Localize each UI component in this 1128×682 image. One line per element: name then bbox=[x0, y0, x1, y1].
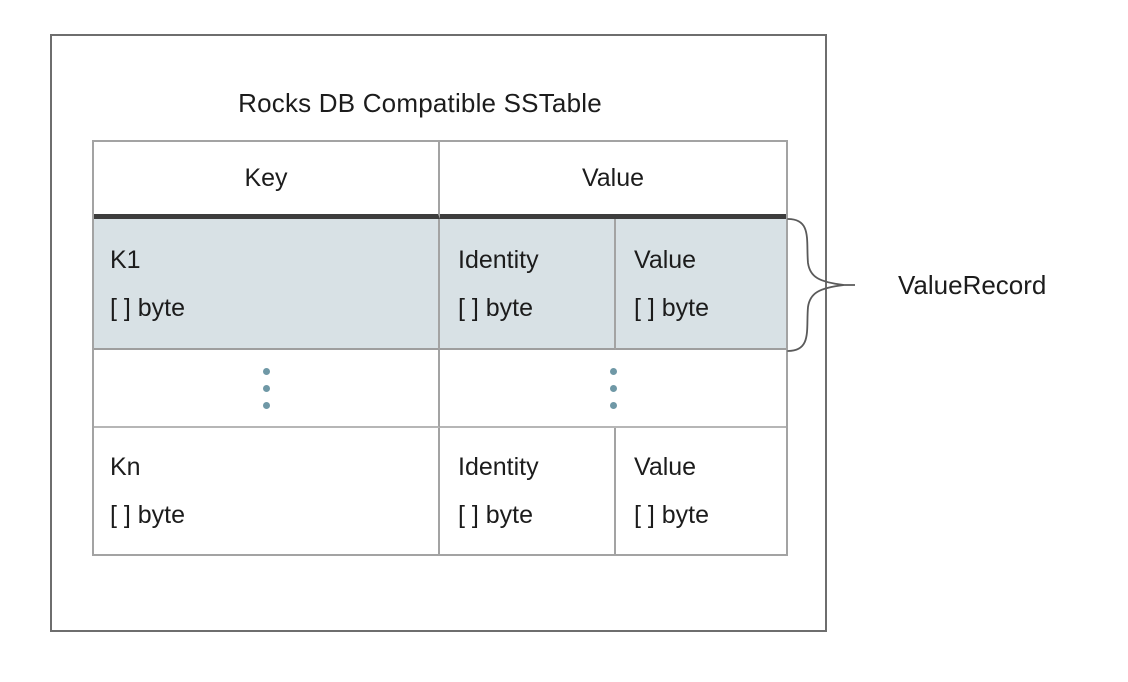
rowN-cell-identity: Identity [ ] byte bbox=[440, 428, 616, 554]
diagram-title: Rocks DB Compatible SSTable bbox=[238, 88, 602, 118]
row1-value-name: Value bbox=[634, 245, 697, 274]
rowN-cell-value: Value [ ] byte bbox=[616, 428, 786, 554]
header-value-label: Value bbox=[581, 163, 645, 192]
row1-key-name: K1 bbox=[110, 245, 141, 274]
sstable-table: Key Value K1 [ ] byte Identity [ ] byte … bbox=[92, 140, 788, 556]
rowN-cell-key: Kn [ ] byte bbox=[94, 428, 440, 554]
row1-cell-value: Value [ ] byte bbox=[616, 219, 786, 350]
row1-key-type: [ ] byte bbox=[110, 293, 186, 322]
rowN-identity-type: [ ] byte bbox=[458, 501, 534, 529]
ellipsis-cell-key bbox=[94, 350, 440, 428]
vertical-ellipsis-icon bbox=[609, 367, 617, 409]
ellipsis-cell-value bbox=[440, 350, 786, 428]
rowN-value-type: [ ] byte bbox=[634, 501, 710, 529]
row1-cell-identity: Identity [ ] byte bbox=[440, 219, 616, 350]
rowN-identity-name: Identity bbox=[458, 453, 539, 481]
rowN-key-type: [ ] byte bbox=[110, 501, 186, 529]
header-cell-value: Value bbox=[440, 142, 786, 219]
rowN-value-name: Value bbox=[634, 453, 697, 481]
row1-value-type: [ ] byte bbox=[634, 293, 710, 322]
header-cell-key: Key bbox=[94, 142, 440, 219]
row1-identity-name: Identity bbox=[458, 245, 539, 274]
value-record-label: ValueRecord bbox=[898, 270, 1047, 300]
rowN-key-name: Kn bbox=[110, 453, 141, 481]
header-key-label: Key bbox=[244, 163, 288, 192]
row1-cell-key: K1 [ ] byte bbox=[94, 219, 440, 350]
row1-identity-type: [ ] byte bbox=[458, 293, 534, 322]
curly-brace-icon bbox=[787, 218, 855, 352]
vertical-ellipsis-icon bbox=[262, 367, 270, 409]
